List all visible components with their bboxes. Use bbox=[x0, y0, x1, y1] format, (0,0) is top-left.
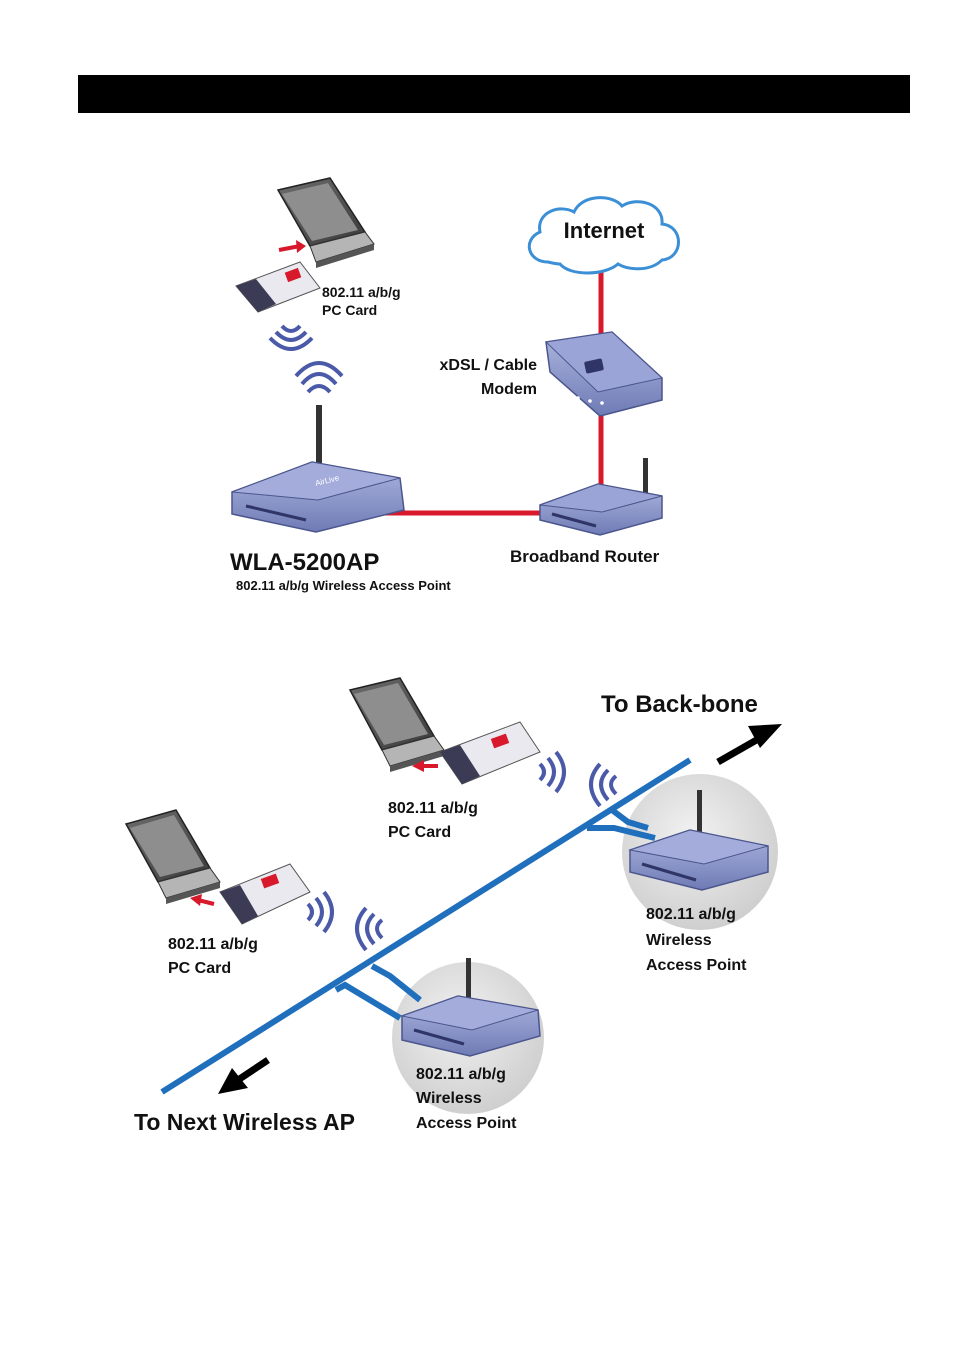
diagram-2-roaming: To Back-bone To Next Wireless AP 802.11 … bbox=[124, 677, 782, 1135]
pc-card-label-line1: 802.11 a/b/g bbox=[322, 284, 401, 300]
card1-label-line2: PC Card bbox=[388, 824, 451, 841]
next-ap-label: To Next Wireless AP bbox=[134, 1109, 355, 1135]
pc-card-label-line2: PC Card bbox=[322, 302, 377, 318]
access-point-icon bbox=[628, 790, 769, 891]
card2-label-line2: PC Card bbox=[168, 960, 231, 977]
wireless-signal-icon bbox=[306, 890, 384, 952]
laptop-icon bbox=[348, 677, 445, 772]
laptop-icon bbox=[124, 809, 221, 904]
access-point-icon: AirLive bbox=[231, 405, 405, 533]
ap2-label-line1: 802.11 a/b/g bbox=[416, 1066, 506, 1083]
arrow-to-next-ap-icon bbox=[218, 1057, 270, 1094]
pc-card-icon bbox=[190, 863, 311, 925]
pc-card-icon bbox=[235, 240, 321, 313]
ap2-label-line3: Access Point bbox=[416, 1115, 517, 1132]
ap1-label-line1: 802.11 a/b/g bbox=[646, 906, 736, 923]
card1-label-line1: 802.11 a/b/g bbox=[388, 800, 478, 817]
pc-card-icon bbox=[412, 721, 541, 785]
access-point-icon bbox=[400, 958, 541, 1057]
internet-cloud-icon: Internet bbox=[527, 196, 680, 275]
wireless-signal-icon bbox=[538, 750, 618, 808]
modem-icon bbox=[544, 331, 664, 417]
wireless-signal-icon bbox=[268, 324, 314, 351]
ap2-label-line2: Wireless bbox=[416, 1090, 482, 1107]
wireless-signal-icon bbox=[294, 361, 344, 394]
section-header-bar bbox=[78, 75, 910, 113]
internet-label: Internet bbox=[564, 218, 645, 243]
backbone-line bbox=[160, 757, 692, 1095]
ap-model-subtitle: 802.11 a/b/g Wireless Access Point bbox=[236, 578, 451, 593]
diagram-1-infrastructure: Internet xDSL / Cable Modem Broadband Ro… bbox=[230, 177, 680, 593]
ap-model-name: WLA-5200AP bbox=[230, 549, 379, 576]
modem-label-line2: Modem bbox=[481, 381, 537, 398]
modem-label-line1: xDSL / Cable bbox=[439, 357, 537, 374]
broadband-router-icon bbox=[539, 458, 663, 536]
backbone-label: To Back-bone bbox=[601, 691, 758, 718]
laptop-icon bbox=[276, 177, 375, 268]
card2-label-line1: 802.11 a/b/g bbox=[168, 936, 258, 953]
ap1-label-line2: Wireless bbox=[646, 932, 712, 949]
router-label: Broadband Router bbox=[510, 547, 660, 566]
arrow-to-backbone-icon bbox=[716, 724, 782, 766]
ap1-label-line3: Access Point bbox=[646, 957, 747, 974]
